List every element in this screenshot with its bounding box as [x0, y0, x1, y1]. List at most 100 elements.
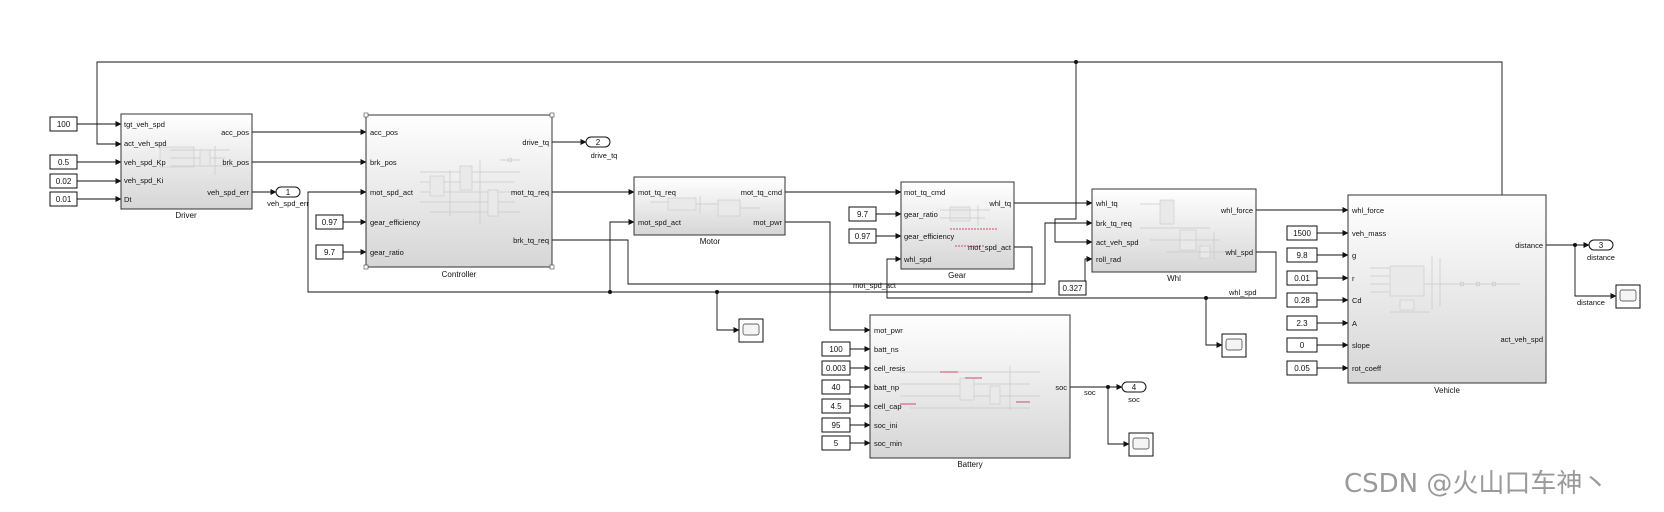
whl-in-whl-tq: whl_tq: [1095, 199, 1118, 208]
outport-1[interactable]: 1 veh_spd_err: [267, 186, 309, 208]
vehicle-block[interactable]: whl_force veh_mass g r Cd A slope rot_co…: [1347, 194, 1547, 395]
scope-screen-icon: [742, 323, 760, 336]
scope-screen-icon: [1225, 338, 1243, 351]
const-cd[interactable]: [1286, 292, 1318, 308]
gear-block-name: Gear: [948, 271, 966, 280]
const-a[interactable]: [1286, 315, 1318, 331]
scope-mot-spd-act[interactable]: [738, 318, 764, 343]
const-slope[interactable]: [1286, 337, 1318, 353]
controller-in-brk-pos: brk_pos: [370, 158, 397, 167]
const-value: 0.5: [58, 158, 70, 167]
controller-out-brk-tq-req: brk_tq_req: [513, 236, 549, 245]
outport-number: 3: [1599, 241, 1604, 250]
const-gear-ratio[interactable]: [315, 244, 344, 260]
gear-block[interactable]: mot_tq_cmd gear_ratio gear_efficiency wh…: [900, 181, 1015, 280]
scope-soc[interactable]: [1128, 432, 1154, 457]
const-g[interactable]: [1286, 247, 1318, 263]
outport-4[interactable]: 4 soc: [1121, 381, 1147, 404]
controller-in-acc-pos: acc_pos: [370, 128, 398, 137]
const-batt-np[interactable]: [821, 379, 851, 395]
const-cell-cap[interactable]: [821, 398, 851, 414]
const-batt-ns[interactable]: [821, 341, 851, 357]
driver-in-veh-spd-ki: veh_spd_Ki: [124, 176, 164, 185]
vehicle-in-g: g: [1352, 251, 1356, 260]
battery-out-soc: soc: [1055, 383, 1067, 392]
const-value: 9.7: [324, 248, 336, 257]
const-gear-efficiency[interactable]: [315, 214, 344, 230]
const-gear-ratio[interactable]: [848, 206, 877, 222]
outport-3[interactable]: 3 distance: [1587, 239, 1615, 262]
motor-out-mot-tq-cmd: mot_tq_cmd: [741, 188, 782, 197]
driver-in-act-veh-spd: act_veh_spd: [124, 139, 167, 148]
battery-in-cell-cap: cell_cap: [874, 402, 902, 411]
motor-out-mot-pwr: mot_pwr: [753, 218, 782, 227]
controller-in-gear-ratio: gear_ratio: [370, 248, 404, 257]
outport-label: distance: [1587, 253, 1615, 262]
const-value: 40: [832, 383, 841, 392]
driver-block-name: Driver: [175, 211, 197, 220]
outport-number: 1: [286, 188, 291, 197]
watermark: CSDN @火山口车神丶: [1344, 469, 1608, 499]
const-soc-ini[interactable]: [821, 417, 851, 433]
vehicle-in-whl-force: whl_force: [1351, 206, 1384, 215]
battery-in-cell-resis: cell_resis: [874, 364, 906, 373]
const-veh-mass[interactable]: [1286, 225, 1318, 241]
const-value: 9.7: [857, 210, 869, 219]
signal-label-soc: soc: [1084, 388, 1096, 397]
battery-in-batt-np: batt_np: [874, 383, 899, 392]
motor-block[interactable]: mot_tq_req mot_spd_act mot_tq_cmd mot_pw…: [633, 176, 786, 246]
outport-label: soc: [1128, 395, 1140, 404]
motor-block-name: Motor: [700, 237, 721, 246]
scope-distance[interactable]: [1615, 284, 1641, 309]
gear-in-mot-tq-cmd: mot_tq_cmd: [904, 188, 945, 197]
scope-whl-spd[interactable]: [1221, 333, 1247, 358]
const-rot-coeff[interactable]: [1286, 360, 1318, 376]
whl-constants: 0.327: [1058, 280, 1087, 296]
const-gear-efficiency[interactable]: [848, 228, 877, 244]
gear-constants: 9.7 0.97: [848, 206, 877, 244]
driver-out-acc-pos: acc_pos: [221, 128, 249, 137]
vehicle-in-r: r: [1352, 274, 1355, 283]
controller-internal-preview: [420, 157, 520, 224]
const-soc-min[interactable]: [821, 435, 851, 451]
vehicle-constants: 1500 9.8 0.01 0.28 2.3 0 0.05: [1286, 225, 1318, 376]
gear-in-whl-spd: whl_spd: [903, 255, 932, 264]
const-value: 5: [834, 439, 839, 448]
const-value: 100: [829, 345, 843, 354]
const-value: 0.01: [1294, 274, 1310, 283]
const-roll-rad[interactable]: [1058, 280, 1087, 296]
signal-label-distance: distance: [1577, 298, 1605, 307]
controller-in-mot-spd-act: mot_spd_act: [370, 188, 414, 197]
const-value: 0.003: [826, 364, 847, 373]
const-tgt-veh-spd[interactable]: [49, 116, 78, 132]
whl-in-act-veh-spd: act_veh_spd: [1096, 238, 1139, 247]
const-veh-spd-kp[interactable]: [49, 154, 78, 170]
vehicle-in-veh-mass: veh_mass: [1352, 229, 1386, 238]
gear-in-gear-ratio: gear_ratio: [904, 210, 938, 219]
const-value: 0: [1300, 341, 1305, 350]
controller-out-drive-tq: drive_tq: [522, 138, 549, 147]
outport-label: drive_tq: [591, 151, 618, 160]
controller-block[interactable]: acc_pos brk_pos mot_spd_act gear_efficie…: [363, 112, 555, 279]
const-value: 0.327: [1062, 284, 1083, 293]
battery-block[interactable]: mot_pwr batt_ns cell_resis batt_np cell_…: [869, 314, 1071, 469]
const-value: 0.28: [1294, 296, 1310, 305]
driver-block[interactable]: tgt_veh_spd act_veh_spd veh_spd_Kp veh_s…: [120, 113, 253, 220]
battery-in-soc-min: soc_min: [874, 439, 902, 448]
outport-label: veh_spd_err: [267, 199, 309, 208]
const-dt[interactable]: [49, 191, 78, 207]
const-value: 100: [57, 120, 71, 129]
const-r[interactable]: [1286, 270, 1318, 286]
driver-out-brk-pos: brk_pos: [222, 158, 249, 167]
vehicle-in-cd: Cd: [1352, 296, 1362, 305]
const-veh-spd-ki[interactable]: [49, 173, 78, 189]
whl-block[interactable]: whl_tq brk_tq_req act_veh_spd roll_rad w…: [1091, 188, 1257, 283]
const-cell-resis[interactable]: [821, 360, 851, 376]
whl-out-whl-spd: whl_spd: [1224, 248, 1253, 257]
battery-in-mot-pwr: mot_pwr: [874, 326, 903, 335]
whl-in-brk-tq-req: brk_tq_req: [1096, 219, 1132, 228]
outport-2[interactable]: 2 drive_tq: [585, 136, 618, 160]
motor-in-mot-spd-act: mot_spd_act: [638, 218, 682, 227]
vehicle-out-distance: distance: [1515, 241, 1543, 250]
